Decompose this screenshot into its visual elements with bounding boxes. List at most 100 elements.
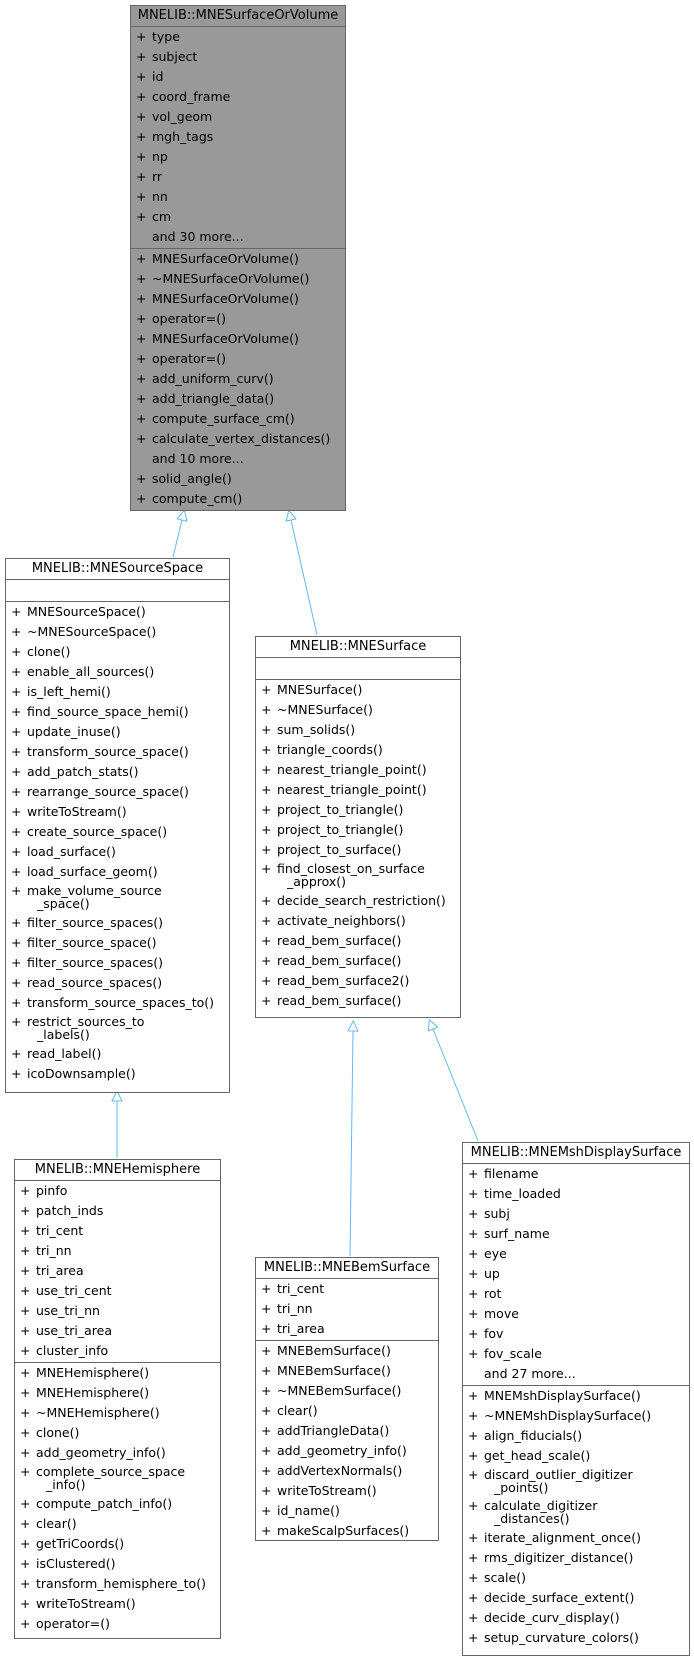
attributes-section: +filename +time_loaded +subj +surf_name …	[463, 1164, 689, 1386]
method: +add_geometry_info()	[261, 1443, 407, 1458]
method: +MNEBemSurface()	[261, 1343, 391, 1358]
class-name: MNELIB::MNEMshDisplaySurface	[463, 1143, 689, 1164]
method: +MNEHemisphere()	[20, 1385, 150, 1400]
class-mne-surface[interactable]: MNELIB::MNESurface +MNESurface() +~MNESu…	[255, 636, 461, 1018]
method: +rearrange_source_space()	[11, 784, 189, 799]
class-mne-hemisphere[interactable]: MNELIB::MNEHemisphere +pinfo +patch_inds…	[14, 1159, 221, 1639]
attributes-section: +tri_cent +tri_nn +tri_area	[256, 1279, 438, 1341]
method: +add_geometry_info()	[20, 1445, 166, 1460]
method: +MNEBemSurface()	[261, 1363, 391, 1378]
attribute: +vol_geom	[136, 109, 213, 124]
methods-section: +MNESourceSpace() +~MNESourceSpace() +cl…	[6, 602, 229, 1085]
method: +activate_neighbors()	[261, 913, 406, 928]
method: +project_to_triangle()	[261, 802, 404, 817]
method: +filter_source_spaces()	[11, 955, 164, 970]
class-mne-msh-display-surface[interactable]: MNELIB::MNEMshDisplaySurface +filename +…	[462, 1142, 690, 1656]
method: +~MNESurfaceOrVolume()	[136, 271, 310, 286]
method: +id_name()	[261, 1503, 340, 1518]
method: +filter_source_space()	[11, 935, 157, 950]
attribute: +fov	[468, 1326, 504, 1341]
method: +calculate_digitizer_distances()	[468, 1498, 598, 1526]
attribute: +tri_area	[20, 1263, 84, 1278]
method: +decide_search_restriction()	[261, 893, 446, 908]
attribute: +eye	[468, 1246, 507, 1261]
attribute: +move	[468, 1306, 519, 1321]
method: +read_bem_surface()	[261, 933, 402, 948]
attributes-section: +type +subject +id +coord_frame +vol_geo…	[131, 27, 345, 249]
method: +MNESurfaceOrVolume()	[136, 291, 299, 306]
method: +~MNEHemisphere()	[20, 1405, 160, 1420]
method: +icoDownsample()	[11, 1066, 136, 1081]
edge-mshdisplay-to-surface	[433, 1029, 479, 1142]
method: +decide_surface_extent()	[468, 1590, 635, 1605]
method: +add_patch_stats()	[11, 764, 139, 779]
attribute: +subject	[136, 49, 198, 64]
method: +sum_solids()	[261, 722, 356, 737]
more-attributes: and 30 more...	[152, 229, 244, 244]
method: +compute_cm()	[136, 491, 243, 506]
method: +compute_surface_cm()	[136, 411, 295, 426]
attribute: +tri_nn	[20, 1243, 72, 1258]
class-mne-bem-surface[interactable]: MNELIB::MNEBemSurface +tri_cent +tri_nn …	[255, 1257, 439, 1541]
method: +project_to_surface()	[261, 842, 402, 857]
attribute: +filename	[468, 1166, 539, 1181]
method: +is_left_hemi()	[11, 684, 111, 699]
method: +rms_digitizer_distance()	[468, 1550, 634, 1565]
method: +operator=()	[20, 1616, 110, 1631]
attribute: +time_loaded	[468, 1186, 561, 1201]
attribute: +np	[136, 149, 168, 164]
method: +clone()	[11, 644, 71, 659]
attribute: +nn	[136, 189, 168, 204]
method: +writeToStream()	[11, 804, 127, 819]
method: +nearest_triangle_point()	[261, 782, 427, 797]
method: +MNEMshDisplaySurface()	[468, 1388, 641, 1403]
more-attributes: and 27 more...	[484, 1366, 576, 1381]
attribute: +surf_name	[468, 1226, 550, 1241]
method: +makeScalpSurfaces()	[261, 1523, 410, 1538]
class-mne-source-space[interactable]: MNELIB::MNESourceSpace +MNESourceSpace()…	[5, 558, 230, 1093]
method: +discard_outlier_digitizer_points()	[468, 1467, 633, 1495]
method: +~MNESurface()	[261, 702, 373, 717]
method: +setup_curvature_colors()	[468, 1630, 639, 1645]
methods-section: +MNESurfaceOrVolume() +~MNESurfaceOrVolu…	[131, 249, 345, 510]
methods-section: +MNEHemisphere() +MNEHemisphere() +~MNEH…	[15, 1363, 220, 1635]
method: +decide_curv_display()	[468, 1610, 620, 1625]
method: +make_volume_source_space()	[11, 883, 162, 911]
method: +read_bem_surface()	[261, 993, 402, 1008]
class-name: MNELIB::MNESurfaceOrVolume	[131, 6, 345, 27]
attributes-section	[6, 580, 229, 602]
method: +align_fiducials()	[468, 1428, 583, 1443]
method: +add_uniform_curv()	[136, 371, 274, 386]
attribute: +tri_cent	[261, 1281, 325, 1296]
edge-bemsurface-to-surface	[350, 1031, 353, 1257]
attribute: +tri_nn	[261, 1301, 313, 1316]
class-mne-surface-or-volume[interactable]: MNELIB::MNESurfaceOrVolume +type +subjec…	[130, 5, 346, 511]
method: +load_surface()	[11, 844, 116, 859]
method: +iterate_alignment_once()	[468, 1530, 641, 1545]
attribute: +id	[136, 69, 164, 84]
attribute: +mgh_tags	[136, 129, 214, 144]
attribute: +cm	[136, 209, 172, 224]
method: +clear()	[261, 1403, 318, 1418]
method: +clone()	[20, 1425, 80, 1440]
attribute: +up	[468, 1266, 500, 1281]
attribute: +fov_scale	[468, 1346, 542, 1361]
methods-section: +MNESurface() +~MNESurface() +sum_solids…	[256, 680, 460, 1012]
method: +transform_source_space()	[11, 744, 189, 759]
edge-sourcespace-to-surfaceorvolume	[172, 520, 182, 558]
method: +solid_angle()	[136, 471, 232, 486]
method: +transform_source_spaces_to()	[11, 995, 215, 1010]
method: +nearest_triangle_point()	[261, 762, 427, 777]
method: +read_bem_surface2()	[261, 973, 410, 988]
method: +operator=()	[136, 351, 226, 366]
edge-surface-to-surfaceorvolume	[291, 520, 318, 636]
methods-section: +MNEMshDisplaySurface() +~MNEMshDisplayS…	[463, 1386, 689, 1649]
method: +filter_source_spaces()	[11, 915, 164, 930]
method: +clear()	[20, 1516, 77, 1531]
method: +addTriangleData()	[261, 1423, 390, 1438]
method: +restrict_sources_to_labels()	[11, 1014, 145, 1042]
attributes-section: +pinfo +patch_inds +tri_cent +tri_nn +tr…	[15, 1181, 220, 1363]
attribute: +patch_inds	[20, 1203, 104, 1218]
method: +isClustered()	[20, 1556, 116, 1571]
class-name: MNELIB::MNEBemSurface	[256, 1258, 438, 1279]
